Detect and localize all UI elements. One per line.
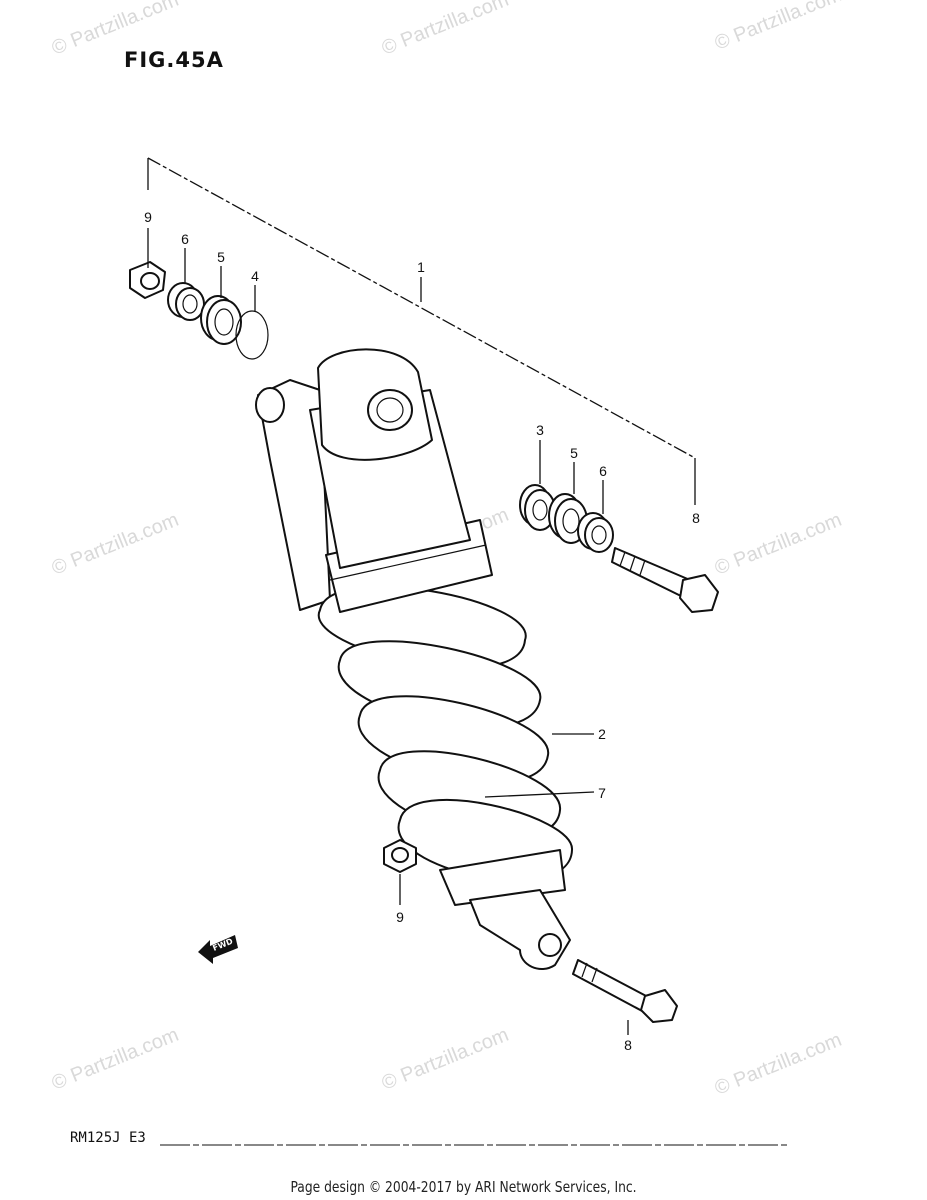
callout-3: 3 xyxy=(536,422,544,438)
leader-7 xyxy=(484,791,595,798)
collar-6-right xyxy=(577,480,614,553)
callout-8: 8 xyxy=(624,1037,632,1053)
circlip-4 xyxy=(235,285,269,360)
callout-9: 9 xyxy=(396,909,404,925)
footer-copyright: Page design © 2004-2017 by ARI Network S… xyxy=(290,1178,637,1196)
watermark: © Partzilla.com xyxy=(712,0,845,55)
callout-5: 5 xyxy=(217,249,225,265)
callout-8: 8 xyxy=(692,510,700,526)
callout-1: 1 xyxy=(417,259,425,275)
nut-9-bottom xyxy=(383,839,417,905)
bearing-5-right xyxy=(548,462,588,544)
nut-9-top xyxy=(129,228,166,299)
callout-4: 4 xyxy=(251,268,259,284)
watermark: © Partzilla.com xyxy=(712,1029,845,1100)
shock-body xyxy=(309,348,471,569)
spring xyxy=(317,585,574,881)
watermark: © Partzilla.com xyxy=(379,1024,512,1095)
bolt-8-bottom xyxy=(572,959,678,1035)
callout-6: 6 xyxy=(599,463,607,479)
watermark: © Partzilla.com xyxy=(379,0,512,60)
callout-7: 7 xyxy=(598,785,606,801)
callout-6: 6 xyxy=(181,231,189,247)
forward-arrow-icon: FWD xyxy=(198,935,238,964)
bolt-8-top xyxy=(611,547,719,613)
model-label: RM125J E3 xyxy=(70,1130,146,1146)
shock-lower xyxy=(439,849,571,970)
callout-9: 9 xyxy=(144,209,152,225)
bearing-5-top xyxy=(200,266,242,345)
callout-5: 5 xyxy=(570,445,578,461)
collar-6-top xyxy=(167,248,205,321)
seal-3 xyxy=(519,440,556,531)
watermark: © Partzilla.com xyxy=(49,0,182,60)
assembly-bracket xyxy=(147,157,696,505)
callouts: 9 6 5 4 1 3 5 6 8 2 7 9 8 xyxy=(144,209,700,1053)
figure-title: FIG.45A xyxy=(124,48,224,72)
watermark: © Partzilla.com xyxy=(49,1024,182,1095)
watermark: © Partzilla.com xyxy=(49,509,182,580)
callout-2: 2 xyxy=(598,726,606,742)
watermark: © Partzilla.com xyxy=(712,509,845,580)
